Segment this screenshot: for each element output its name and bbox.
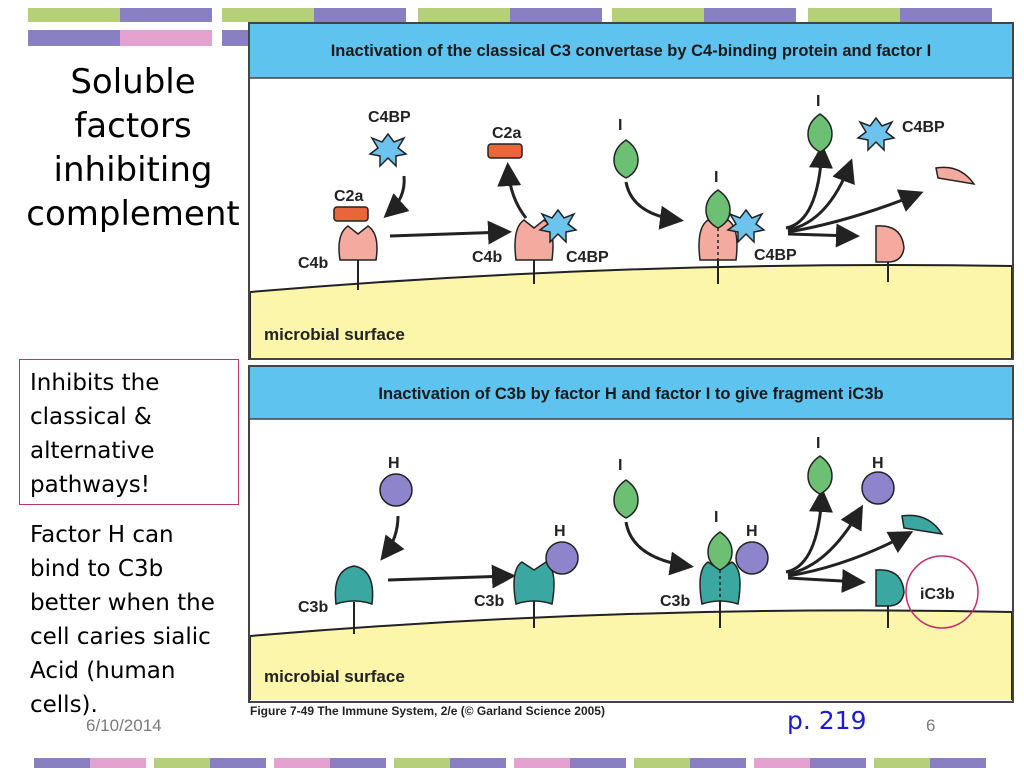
figure: Inactivation of the classical C3 convert…: [248, 22, 1014, 703]
panel-bottom-surface-label: microbial surface: [264, 667, 405, 686]
c2a-2: [487, 143, 523, 159]
c4bp-2: [538, 208, 578, 244]
label-h-1: H: [388, 455, 400, 472]
label-h-2: H: [554, 523, 566, 540]
c4bp-1: [368, 132, 408, 168]
label-c2a-1: C2a: [334, 188, 363, 205]
slide-date: 6/10/2014: [86, 716, 162, 735]
panel-top: Inactivation of the classical C3 convert…: [248, 22, 1014, 360]
factor-i-3: [807, 113, 833, 153]
label-c4b-1: C4b: [298, 255, 328, 272]
label-c4bp-1: C4BP: [368, 109, 411, 126]
label-c4bp-2: C4BP: [566, 249, 609, 266]
c4b-fragment: [935, 166, 976, 186]
label-i-b2: I: [714, 509, 718, 526]
label-i-b1: I: [618, 457, 622, 474]
c3b-fragment: [901, 514, 944, 536]
factor-h-1: [379, 473, 413, 507]
slide-title: Soluble factors inhibiting complement: [26, 62, 240, 234]
panel-bottom-header: Inactivation of C3b by factor H and fact…: [378, 385, 883, 403]
panel-top-header: Inactivation of the classical C3 convert…: [331, 42, 932, 60]
label-c4b-2: C4b: [472, 249, 502, 266]
label-c2a-2: C2a: [492, 125, 521, 142]
factor-h-4: [861, 471, 895, 505]
panel-top-surface-label: microbial surface: [264, 325, 405, 344]
label-c4bp-3: C4BP: [754, 247, 797, 264]
c2a-1: [333, 206, 369, 222]
label-i-b3: I: [816, 435, 820, 452]
top-bar-2: [222, 8, 406, 46]
label-h-4: H: [872, 455, 884, 472]
label-i-1: I: [618, 117, 622, 134]
bottom-decoration: [34, 758, 986, 768]
label-i-3: I: [816, 93, 820, 110]
c4bp-4: [856, 116, 896, 152]
slide-number: 6: [926, 716, 936, 735]
label-c4bp-4: C4BP: [902, 119, 945, 136]
ic3b-highlight-circle: [905, 555, 979, 629]
label-h-3: H: [746, 523, 758, 540]
label-c3b-3: C3b: [660, 593, 690, 610]
panel-bottom: Inactivation of C3b by factor H and fact…: [248, 365, 1014, 703]
factor-i-b3: [807, 455, 833, 495]
ic3b-molecule: [875, 569, 905, 628]
note-box: Inhibits the classical & alternative pat…: [19, 359, 239, 505]
note-text: Factor H can bind to C3b better when the…: [30, 522, 215, 718]
c4b-cleaved: [875, 225, 905, 282]
top-decoration: [28, 8, 992, 46]
figure-caption: Figure 7-49 The Immune System, 2/e (© Ga…: [250, 704, 605, 718]
top-bar-5: [808, 8, 992, 22]
factor-i-b1: [613, 479, 639, 519]
factor-i-1: [613, 139, 639, 179]
factor-i-2: [705, 189, 731, 229]
label-ic3b: iC3b: [920, 586, 955, 603]
top-bar-4: [612, 8, 796, 22]
c3b-1: [334, 565, 374, 634]
top-bar-1: [28, 8, 212, 46]
factor-h-3: [735, 541, 769, 575]
label-i-2: I: [714, 169, 718, 186]
label-c3b-1: C3b: [298, 599, 328, 616]
factor-i-b2: [707, 531, 733, 571]
page-reference: p. 219: [787, 706, 867, 735]
c4bp-3: [726, 208, 766, 244]
c4b-1: [338, 225, 378, 290]
factor-h-2: [545, 541, 579, 575]
top-bar-3: [418, 8, 602, 22]
c3b-3: [699, 561, 741, 628]
label-c3b-2: C3b: [474, 593, 504, 610]
